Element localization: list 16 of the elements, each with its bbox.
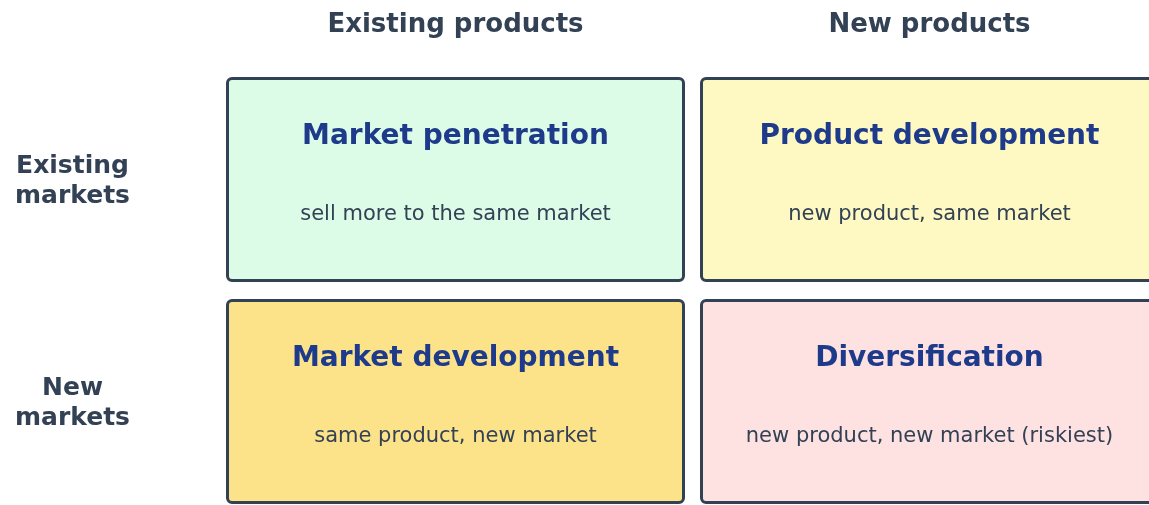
quadrant-title: Market development	[290, 340, 621, 373]
quadrant-description: same product, new market	[313, 422, 598, 449]
quadrant-description: new product, same market	[787, 200, 1072, 227]
quadrant-description: sell more to the same market	[299, 200, 612, 227]
quadrant-box	[226, 299, 685, 504]
quadrant-description: new product, new market (riskiest)	[744, 422, 1115, 449]
column-header: Existing products	[326, 8, 585, 38]
quadrant-title: Market penetration	[301, 118, 610, 151]
quadrant-box	[700, 77, 1149, 282]
row-header: New markets	[14, 372, 131, 432]
quadrant-box	[700, 299, 1149, 504]
row-header: Existing markets	[14, 150, 131, 210]
quadrant-title: Product development	[758, 118, 1101, 151]
quadrant-title: Diversification	[814, 340, 1045, 373]
quadrant-box	[226, 77, 685, 282]
column-header: New products	[827, 8, 1032, 38]
